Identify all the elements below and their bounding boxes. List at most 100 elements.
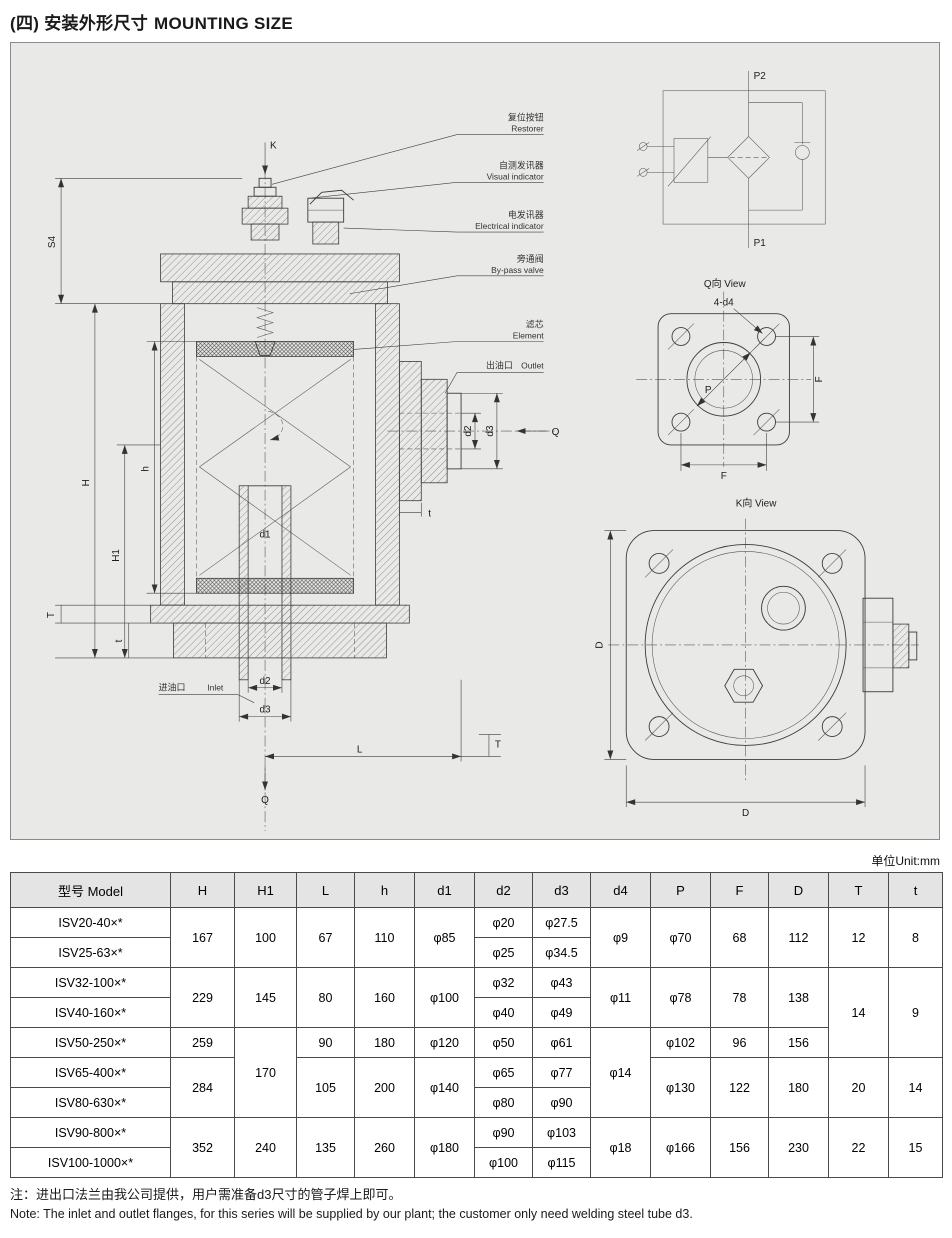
model-cell: ISV50-250×* xyxy=(10,1027,171,1058)
cell-d1: φ85 xyxy=(414,907,475,968)
cell-H1: 240 xyxy=(234,1117,297,1178)
inlet-label: 进油口 Inlet xyxy=(159,682,255,703)
title-cn: (四) 安装外形尺寸 xyxy=(10,14,149,33)
cell-d2: φ100 xyxy=(474,1147,533,1178)
cell-T: 22 xyxy=(828,1117,889,1178)
table-row: ISV65-400×* 284 105 200 φ140 φ65 φ77 φ13… xyxy=(10,1057,943,1118)
cell-d2: φ90 xyxy=(474,1117,533,1148)
cell-d1: φ100 xyxy=(414,967,475,1028)
k-view-bolt-holes xyxy=(644,549,847,741)
cell-d2: φ32 xyxy=(474,967,533,998)
cell-d3: φ77 xyxy=(532,1057,591,1088)
dim-label-h-cap: H xyxy=(81,479,92,486)
table-row: ISV100-1000×* φ100 φ115 xyxy=(10,1147,943,1178)
filter-symbol xyxy=(727,90,770,225)
cell-L: 105 xyxy=(296,1057,355,1118)
header-L: L xyxy=(296,872,355,908)
dim-label-d3-outlet: d3 xyxy=(485,425,496,437)
cell-d3: φ61 xyxy=(532,1027,591,1058)
cell-H: 229 xyxy=(170,967,235,1028)
cell-H1: 100 xyxy=(234,907,297,968)
cell-d3: φ43 xyxy=(532,967,591,998)
q-view-holes-label: 4-d4 xyxy=(714,298,734,309)
model-cell: ISV40-160×* xyxy=(10,997,171,1028)
dim-label-t-outlet: t xyxy=(428,509,431,520)
cell-F: 68 xyxy=(710,907,769,968)
dimension-table: 型号 Model H H1 L h d1 d2 d3 d4 P F D T t … xyxy=(10,872,943,1178)
cell-d2: φ50 xyxy=(474,1027,533,1058)
cell-t: 14 xyxy=(888,1057,943,1118)
dim-label-d-bottom: D xyxy=(742,808,749,819)
model-cell: ISV80-630×* xyxy=(10,1087,171,1118)
callout-restorer-en: Restorer xyxy=(511,124,544,134)
outlet-port xyxy=(398,361,462,502)
table-row: ISV32-100×* 229 145 80 160 φ100 φ32 φ43 … xyxy=(10,967,943,1058)
dim-label-q-bottom: Q xyxy=(261,795,269,806)
callout-element-cn: 滤芯 xyxy=(526,319,544,330)
cell-T: 20 xyxy=(828,1057,889,1118)
pressure-switch-symbol xyxy=(637,136,728,187)
cell-h: 160 xyxy=(354,967,415,1028)
unit-note: 单位Unit:mm xyxy=(871,854,940,868)
cell-L: 135 xyxy=(296,1117,355,1178)
k-view-body-circle xyxy=(644,544,847,746)
cell-F: 156 xyxy=(710,1117,769,1178)
flow-arrow xyxy=(267,410,284,441)
cell-d3: φ90 xyxy=(532,1087,591,1118)
header-t: t xyxy=(888,872,943,908)
model-cell: ISV100-1000×* xyxy=(10,1147,171,1178)
cell-F: 78 xyxy=(710,967,769,1028)
cell-P: φ78 xyxy=(650,967,711,1028)
callout-bypass-cn: 旁通阀 xyxy=(517,253,544,264)
dim-label-d3-bottom: d3 xyxy=(260,705,272,716)
dim-label-p: P xyxy=(705,385,712,396)
header-H1: H1 xyxy=(234,872,297,908)
k-view-label: K向 View xyxy=(736,497,778,510)
header-H: H xyxy=(170,872,235,908)
cell-d4: φ9 xyxy=(590,907,651,968)
cell-d1: φ180 xyxy=(414,1117,475,1178)
header-h: h xyxy=(354,872,415,908)
dim-label-d-left: D xyxy=(594,641,605,648)
dim-label-f-right: F xyxy=(814,376,825,382)
cell-D: 230 xyxy=(768,1117,829,1178)
dim-label-l: L xyxy=(357,744,363,755)
cell-d2: φ20 xyxy=(474,907,533,938)
cell-H: 352 xyxy=(170,1117,235,1178)
bottom-flange xyxy=(150,604,410,659)
cell-d4: φ11 xyxy=(590,967,651,1028)
cell-d3: φ49 xyxy=(532,997,591,1028)
cell-h: 110 xyxy=(354,907,415,968)
k-view-hex-nut xyxy=(724,668,764,703)
header-d2: d2 xyxy=(474,872,533,908)
header-d3: d3 xyxy=(532,872,591,908)
callout-electrical-en: Electrical indicator xyxy=(475,221,544,231)
cell-H: 284 xyxy=(170,1057,235,1118)
cell-d3: φ103 xyxy=(532,1117,591,1148)
cell-h: 200 xyxy=(354,1057,415,1118)
cell-h: 180 xyxy=(354,1027,415,1058)
hydraulic-circuit: P2 P1 xyxy=(637,71,826,249)
cell-d2: φ25 xyxy=(474,937,533,968)
top-cap xyxy=(160,253,400,356)
cell-L: 80 xyxy=(296,967,355,1028)
cell-P: φ130 xyxy=(650,1057,711,1118)
dim-label-t-flange: T xyxy=(46,612,57,618)
cell-H1: 145 xyxy=(234,967,297,1028)
header-d4: d4 xyxy=(590,872,651,908)
electrical-indicator xyxy=(307,189,354,245)
header-P: P xyxy=(650,872,711,908)
model-cell: ISV25-63×* xyxy=(10,937,171,968)
inlet-label-en: Inlet xyxy=(207,683,224,693)
filter-element xyxy=(196,341,355,594)
cell-F: 122 xyxy=(710,1057,769,1118)
model-cell: ISV32-100×* xyxy=(10,967,171,998)
dim-label-f-bottom: F xyxy=(721,471,727,482)
drawing-svg: K xyxy=(46,71,919,832)
cell-F: 96 xyxy=(710,1027,769,1058)
cell-d2: φ80 xyxy=(474,1087,533,1118)
dim-label-d2-bottom: d2 xyxy=(260,676,272,687)
callout-restorer-cn: 复位按钮 xyxy=(508,112,544,123)
